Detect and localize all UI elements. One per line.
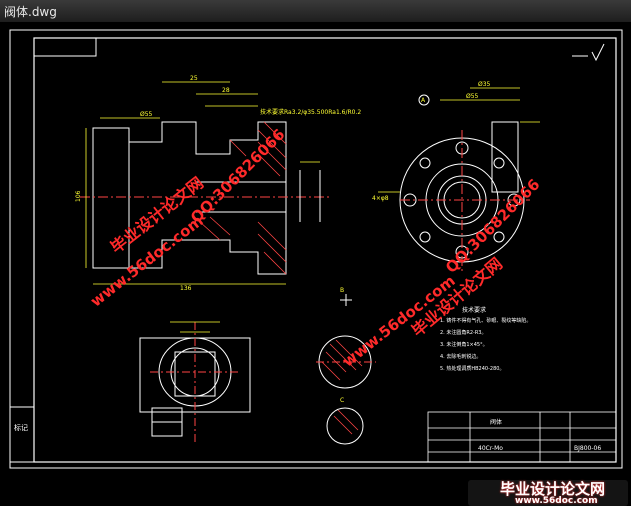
dim-label-2: 136 <box>180 285 192 292</box>
dim-label-4: 28 <box>222 87 230 94</box>
drawing-canvas[interactable]: 标记 106 136 25 28 Ø55 技术要求Ra3.2 <box>0 22 631 506</box>
technical-requirements: 技术要求 1. 铸件不得有气孔、砂眼、裂纹等缺陷。 2. 未注圆角R2-R3。 … <box>440 306 531 372</box>
dim-label-1: 106 <box>75 190 82 202</box>
side-view-dims <box>378 87 540 193</box>
title-block <box>427 411 617 463</box>
dim-label-5: Ø55 <box>140 111 153 118</box>
section-view <box>316 294 376 445</box>
front-view-dims <box>85 81 320 285</box>
bottom-view <box>139 322 251 442</box>
tech-note-3: 3. 未注倒角1×45°。 <box>440 341 488 348</box>
section-label-2: C <box>340 397 344 404</box>
front-view <box>80 121 330 275</box>
front-view-hatch <box>199 121 287 275</box>
part-name: 阀体 <box>490 418 502 426</box>
tech-note-4: 4. 去除毛刺锐边。 <box>440 353 481 360</box>
side-label-box <box>9 406 35 463</box>
drawing-number: BJ800-06 <box>574 445 601 452</box>
material: 40Cr-Mo <box>478 445 503 452</box>
roughness-symbol <box>572 43 605 62</box>
dim-label-3: 25 <box>190 75 198 82</box>
outer-frame <box>9 29 623 469</box>
tech-note-5: 5. 热处理调质HB240-280。 <box>440 365 504 372</box>
top-note: 技术要求Ra3.2/φ35.500Ra1.6/R0.2 <box>260 108 361 116</box>
top-left-box <box>33 37 97 57</box>
tech-note-1: 1. 铸件不得有气孔、砂眼、裂纹等缺陷。 <box>440 317 531 324</box>
side-view <box>399 94 530 272</box>
tech-req-title: 技术要求 <box>462 306 486 314</box>
window-titlebar: 阀体.dwg <box>0 0 631 23</box>
side-dim-1: Ø55 <box>466 93 479 100</box>
cad-drawing[interactable]: 标记 106 136 25 28 Ø55 技术要求Ra3.2 <box>0 22 631 487</box>
tech-note-2: 2. 未注圆角R2-R3。 <box>440 329 486 336</box>
window-title: 阀体.dwg <box>4 5 57 19</box>
section-label: B <box>340 287 344 294</box>
footer-watermark-url: www.56doc.com <box>515 496 598 506</box>
front-view-labels: 106 136 25 28 Ø55 技术要求Ra3.2/φ35.500Ra1.6… <box>75 75 361 292</box>
datum-a: A <box>421 97 426 104</box>
inner-frame <box>33 37 617 463</box>
section-hatch <box>321 339 363 435</box>
side-dim-3: 4×φ8 <box>372 195 389 202</box>
side-label: 标记 <box>14 423 28 432</box>
side-dim-2: Ø35 <box>478 81 491 88</box>
